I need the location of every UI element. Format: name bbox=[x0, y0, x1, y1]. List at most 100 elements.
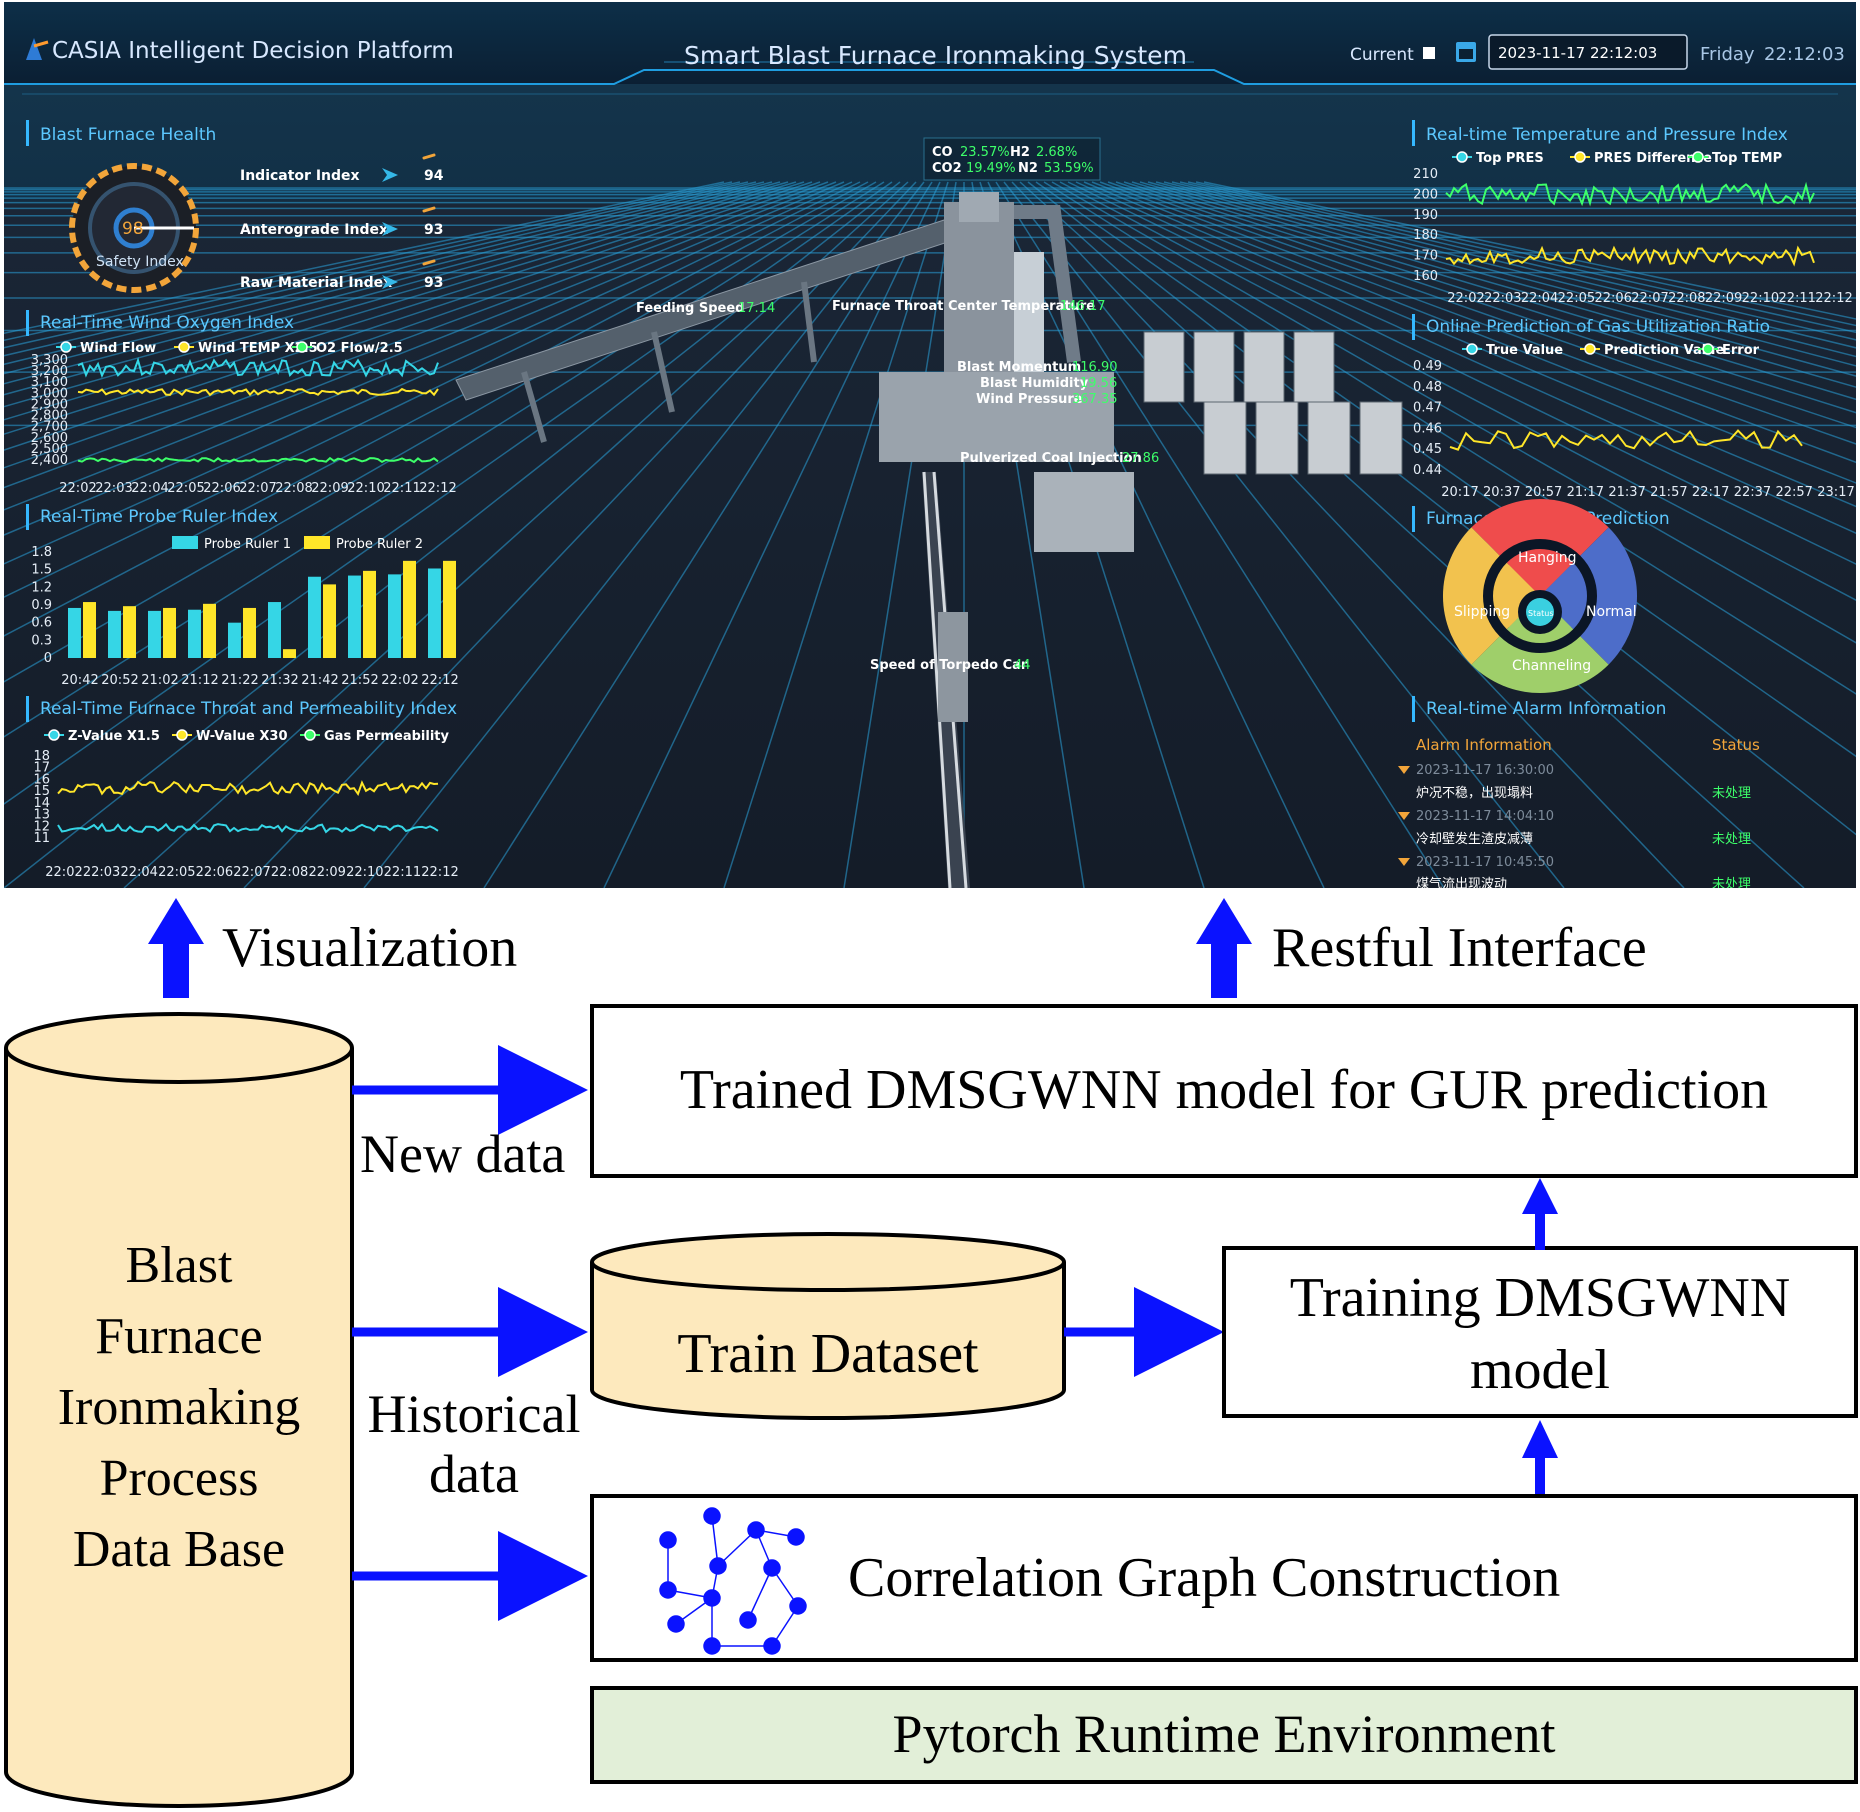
safety-gauge: 98 Safety Index bbox=[69, 163, 199, 293]
legend-marker bbox=[296, 341, 308, 353]
grid-line bbox=[123, 181, 909, 888]
tp-y-tick: 190 bbox=[1413, 208, 1438, 223]
probe-ruler-2-bar bbox=[203, 603, 216, 658]
gur-x-tick: 21:57 bbox=[1650, 485, 1687, 500]
probe-ruler-1-bar bbox=[188, 609, 201, 658]
legend-label: W-Value X30 bbox=[196, 729, 288, 744]
wind-x-tick: 22:09 bbox=[311, 481, 348, 496]
legend-swatch bbox=[304, 536, 330, 549]
grid-line bbox=[1003, 181, 1565, 888]
anterograde-index-label: Anterograde Index bbox=[240, 222, 388, 238]
gur-x-tick: 20:37 bbox=[1483, 485, 1520, 500]
svg-text:23.57%: 23.57% bbox=[960, 145, 1010, 160]
graph-to-training-arrow bbox=[1522, 1420, 1558, 1496]
wind-y-tick: 3,200 bbox=[31, 364, 68, 379]
grid-line bbox=[1195, 181, 1856, 327]
weekday: Friday bbox=[1700, 44, 1755, 65]
probe-ruler-2-bar bbox=[283, 649, 296, 658]
gur-x-tick: 22:17 bbox=[1692, 485, 1729, 500]
probe-ruler-2-bar bbox=[163, 607, 176, 658]
tp-y-tick: 200 bbox=[1413, 187, 1438, 202]
alarm-row[interactable]: 2023-11-17 16:30:00 炉况不稳，出现塌料 未处理 bbox=[1398, 763, 1751, 801]
throat-y-tick: 17 bbox=[33, 761, 50, 776]
grid-line bbox=[1179, 181, 1856, 341]
tp-y-tick: 210 bbox=[1413, 167, 1438, 182]
database-label-line2: Furnace bbox=[95, 1308, 262, 1365]
grid-line bbox=[4, 181, 789, 408]
legend-label: Wind TEMP X2.5 bbox=[198, 341, 318, 356]
probe-ruler-1-bar bbox=[388, 574, 401, 658]
temp-pressure-panel-title: Real-time Temperature and Pressure Index bbox=[1426, 125, 1788, 145]
svg-text:N2: N2 bbox=[1018, 161, 1038, 176]
probe-x-tick: 21:12 bbox=[181, 673, 218, 688]
restful-arrow bbox=[1196, 898, 1252, 998]
probe-x-tick: 22:12 bbox=[421, 673, 458, 688]
coal-injection-label: Pulverized Coal Injection bbox=[960, 451, 1142, 466]
wind-x-tick: 22:02 bbox=[59, 481, 96, 496]
arrow-right-icon bbox=[382, 168, 398, 182]
gur-x-tick: 22:57 bbox=[1775, 485, 1812, 500]
system-title: Smart Blast Furnace Ironmaking System bbox=[684, 41, 1187, 70]
historical-data-line2: data bbox=[429, 1444, 519, 1504]
wind-pressure-label: Wind Pressure bbox=[976, 392, 1083, 407]
svg-text:炉况不稳，出现塌料: 炉况不稳，出现塌料 bbox=[1416, 785, 1533, 801]
grid-line bbox=[4, 181, 861, 598]
throat-x-tick: 22:06 bbox=[196, 865, 233, 880]
svg-text:19.49%: 19.49% bbox=[966, 161, 1016, 176]
wind-y-tick: 3,100 bbox=[31, 375, 68, 390]
training-model-box bbox=[1222, 1246, 1858, 1418]
wind-x-tick: 22:10 bbox=[347, 481, 384, 496]
svg-text:Channeling: Channeling bbox=[1512, 658, 1591, 674]
legend-label: Z-Value X1.5 bbox=[68, 729, 160, 744]
graph-network-icon bbox=[659, 1507, 807, 1655]
datetime-input[interactable] bbox=[1488, 34, 1688, 70]
calendar-icon[interactable] bbox=[1456, 42, 1476, 62]
current-checkbox[interactable] bbox=[1423, 47, 1435, 59]
wind-flow-line bbox=[77, 357, 439, 379]
gur-x-tick: 21:37 bbox=[1608, 485, 1645, 500]
probe-y-tick: 1.2 bbox=[31, 580, 52, 595]
graph-construction-box bbox=[590, 1494, 1858, 1662]
tp-x-tick: 22:10 bbox=[1742, 291, 1779, 306]
wind-y-tick: 2,400 bbox=[31, 453, 68, 468]
grid-line bbox=[1011, 181, 1685, 888]
grid-line bbox=[4, 181, 781, 396]
legend-marker bbox=[1456, 151, 1468, 163]
gur-x-tick: 20:17 bbox=[1441, 485, 1478, 500]
alarm-row[interactable]: 2023-11-17 10:45:50 煤气流出现波动 未处理 bbox=[1398, 855, 1751, 888]
grid-line bbox=[1123, 181, 1856, 414]
raw-material-index-label: Raw Material Index bbox=[240, 275, 392, 291]
wind-y-tick: 3,000 bbox=[31, 386, 68, 401]
alarm-row[interactable]: 2023-11-17 14:04:10 冷却壁发生渣皮减薄 未处理 bbox=[1398, 809, 1751, 847]
arrow-right-icon bbox=[382, 275, 398, 289]
probe-y-tick: 0.9 bbox=[31, 598, 52, 613]
grid-line bbox=[1131, 181, 1856, 401]
anterograde-index-value: 93 bbox=[424, 222, 443, 238]
probe-ruler-1-bar bbox=[308, 576, 321, 658]
grid-line bbox=[4, 181, 749, 357]
gur-y-tick: 0.44 bbox=[1413, 463, 1442, 478]
grid-line bbox=[1155, 181, 1856, 367]
gur-y-tick: 0.45 bbox=[1413, 442, 1442, 457]
grid-line bbox=[1091, 181, 1856, 484]
gur-y-tick: 0.47 bbox=[1413, 401, 1442, 416]
tp-y-tick: 170 bbox=[1413, 249, 1438, 264]
tp-x-tick: 22:07 bbox=[1631, 291, 1668, 306]
gur-y-tick: 0.49 bbox=[1413, 359, 1442, 374]
torpedo-speed-value: 44 bbox=[1014, 658, 1031, 673]
grid-line bbox=[363, 181, 925, 888]
legend-marker bbox=[1702, 343, 1714, 355]
legend-label: Error bbox=[1722, 343, 1760, 358]
wind-y-tick: 2,600 bbox=[31, 431, 68, 446]
visualization-label: Visualization bbox=[222, 917, 517, 979]
probe-ruler-2-bar bbox=[403, 560, 416, 658]
tp-y-tick: 160 bbox=[1413, 269, 1438, 284]
grid-line bbox=[4, 181, 837, 511]
gauge-value: 98 bbox=[122, 219, 144, 239]
gur-panel-title: Online Prediction of Gas Utilization Rat… bbox=[1426, 317, 1770, 337]
tp-x-tick: 22:06 bbox=[1594, 291, 1631, 306]
legend-marker bbox=[1574, 151, 1586, 163]
